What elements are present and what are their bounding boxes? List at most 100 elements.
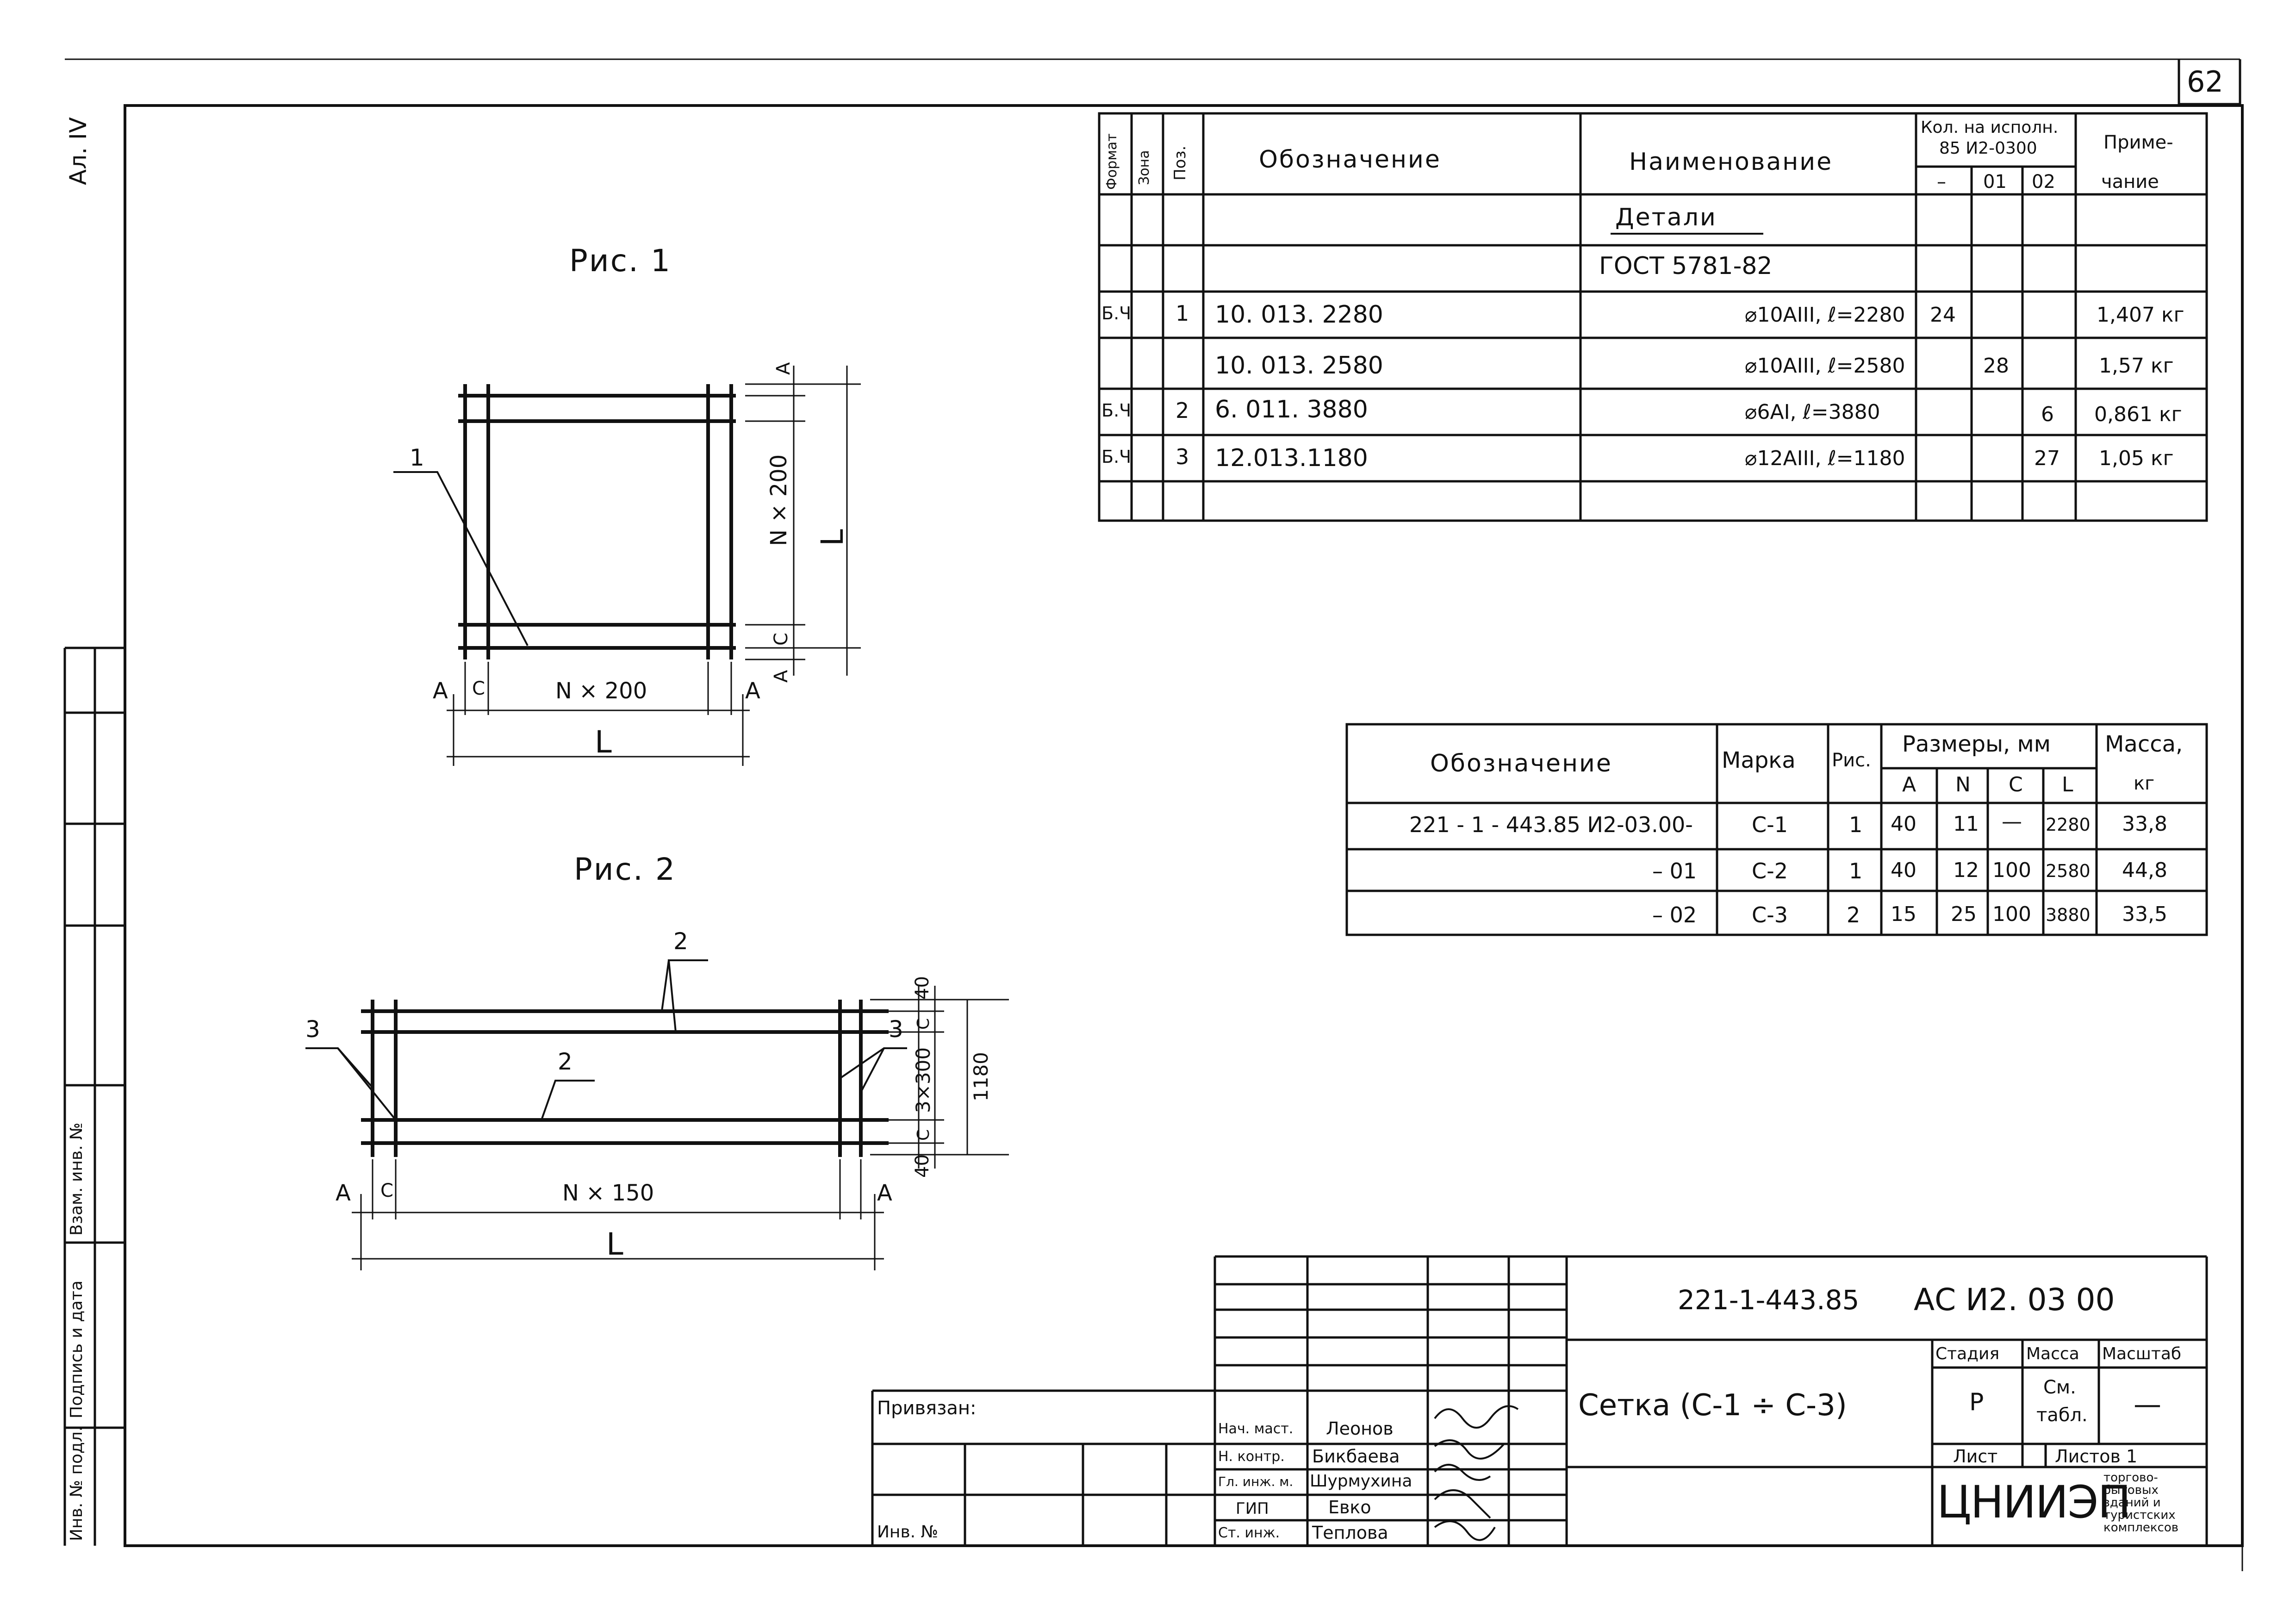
figure2-dim-A-right: А	[877, 1180, 892, 1206]
row-format: Б.Ч	[1101, 400, 1132, 421]
figure2-vdim-C-top: С	[914, 1018, 933, 1030]
figure1-title: Рис. 1	[569, 243, 672, 279]
marks-col-designation: Обозначение	[1430, 750, 1612, 777]
qty-col-1: 01	[1983, 171, 2007, 193]
figure2-title: Рис. 2	[574, 852, 676, 887]
figure2-vdim-C-bottom: С	[914, 1129, 933, 1141]
col-format-header: Формат	[1104, 133, 1120, 190]
role-name: Евко	[1328, 1497, 1371, 1517]
marks-mark: С-3	[1752, 902, 1788, 927]
drawing-title: Сетка (С-1 ÷ С-3)	[1578, 1388, 1847, 1423]
role-label: Нач. маст.	[1218, 1421, 1294, 1437]
strip-replace-inv: Взам. инв. №	[67, 1122, 86, 1236]
row-note: 0,861 кг	[2094, 403, 2182, 426]
row-format: Б.Ч	[1101, 303, 1132, 323]
figure2-dim-L: L	[606, 1226, 623, 1262]
marks-mass: 33,8	[2122, 812, 2167, 836]
org-description: торгово- бытовых зданий и туристских ком…	[2103, 1472, 2178, 1534]
row-designation: 12.013.1180	[1215, 444, 1368, 472]
org-desc-line: зданий и	[2103, 1496, 2161, 1510]
sheet-number: 62	[2187, 65, 2223, 99]
marks-designation: 221 - 1 - 443.85 И2-03.00-	[1409, 812, 1693, 837]
col-pos-header: Поз.	[1171, 145, 1189, 180]
row-q2: 27	[2034, 447, 2060, 470]
marks-L: 3880	[2046, 905, 2091, 925]
marks-mark: С-2	[1752, 858, 1788, 883]
row-name: ⌀12АIII, ℓ=1180	[1745, 447, 1905, 470]
mass-value-2: табл.	[2036, 1405, 2088, 1426]
marks-N: 25	[1951, 902, 1977, 926]
scale-value: —	[2134, 1388, 2161, 1421]
marks-fig: 1	[1849, 858, 1863, 883]
figure1-dim-C: С	[472, 678, 485, 699]
qty-col-2: 02	[2032, 171, 2055, 193]
row-pos: 2	[1176, 398, 1189, 423]
marks-A: 40	[1891, 858, 1916, 882]
marks-designation: – 01	[1652, 858, 1697, 883]
stage-value: Р	[1969, 1388, 1984, 1416]
row-name: ⌀10АIII, ℓ=2280	[1745, 303, 1905, 327]
marks-col-mass-1: Масса,	[2105, 731, 2183, 757]
figure2-vdim-40-bottom: 40	[912, 1154, 933, 1178]
figure1-leader-label: 1	[410, 444, 424, 471]
figure1-vdim-A-bottom: А	[771, 670, 792, 683]
row-designation: 10. 013. 2580	[1215, 352, 1383, 379]
role-label: Н. контр.	[1218, 1449, 1285, 1465]
row-q1: 28	[1983, 354, 2009, 378]
figure2-label-2-mid: 2	[558, 1048, 572, 1075]
figure2-label-2-top: 2	[673, 928, 688, 955]
marks-A: 40	[1891, 812, 1916, 836]
org-desc-line: торгово-	[2103, 1471, 2158, 1485]
marks-C: —	[2002, 810, 2022, 833]
mass-value-1: См.	[2043, 1377, 2076, 1398]
scale-label: Масштаб	[2102, 1344, 2182, 1363]
figure2-dim-C: С	[380, 1180, 393, 1201]
figure2-dim-A-left: А	[336, 1180, 351, 1206]
row-note: 1,407 кг	[2097, 303, 2184, 327]
marks-size-L: L	[2062, 773, 2073, 796]
figure2-label-3-left: 3	[305, 1016, 320, 1043]
section-title: Детали	[1615, 204, 1717, 231]
marks-fig: 2	[1847, 902, 1860, 927]
marks-col-mark: Марка	[1722, 747, 1796, 773]
row-format: Б.Ч	[1101, 447, 1132, 467]
qty-col-0: –	[1937, 171, 1946, 193]
figure1-vdim-N: N × 200	[766, 454, 792, 546]
row-note: 1,05 кг	[2099, 447, 2174, 470]
marks-size-A: А	[1902, 773, 1916, 796]
figure1-dim-L: L	[595, 724, 612, 760]
col-name-header: Наименование	[1629, 148, 1833, 176]
strip-sign-date: Подпись и дата	[67, 1280, 86, 1418]
role-label: Ст. инж.	[1218, 1525, 1280, 1541]
figure1-vdim-L: L	[815, 529, 850, 546]
role-name: Шурмухина	[1310, 1472, 1412, 1491]
row-pos: 3	[1176, 444, 1189, 469]
role-name: Леонов	[1326, 1418, 1394, 1439]
row-q2: 6	[2041, 403, 2054, 426]
role-name: Теплова	[1312, 1523, 1388, 1543]
row-name: ⌀10АIII, ℓ=2580	[1745, 354, 1905, 378]
org-logo: ЦНИИЭП	[1937, 1476, 2131, 1528]
figure1-dim-A-left: А	[433, 678, 448, 704]
row-note: 1,57 кг	[2099, 354, 2174, 378]
org-desc-line: бытовых	[2103, 1483, 2159, 1497]
figure1-vdim-A-top: А	[773, 362, 794, 375]
marks-N: 11	[1953, 812, 1979, 836]
marks-col-fig: Рис.	[1832, 750, 1871, 771]
figure1-dim-N: N × 200	[555, 678, 647, 704]
album-label: Ал. IV	[65, 117, 92, 185]
org-desc-line: туристских	[2103, 1508, 2176, 1522]
figure2-vdim-3x300: 3×300	[912, 1047, 934, 1113]
row-q0: 24	[1930, 303, 1956, 327]
role-label: Гл. инж. м.	[1218, 1474, 1294, 1489]
role-label: ГИП	[1236, 1499, 1269, 1518]
marks-C: 100	[1992, 902, 2031, 926]
strip-inv-orig: Инв. № подл.	[67, 1426, 86, 1541]
col-designation-header: Обозначение	[1259, 146, 1441, 174]
marks-size-C: С	[2009, 773, 2023, 796]
sheet-label: Лист	[1953, 1446, 1998, 1467]
marks-mass: 44,8	[2122, 858, 2167, 882]
mass-label: Масса	[2026, 1344, 2079, 1363]
org-desc-line: комплексов	[2103, 1521, 2179, 1535]
